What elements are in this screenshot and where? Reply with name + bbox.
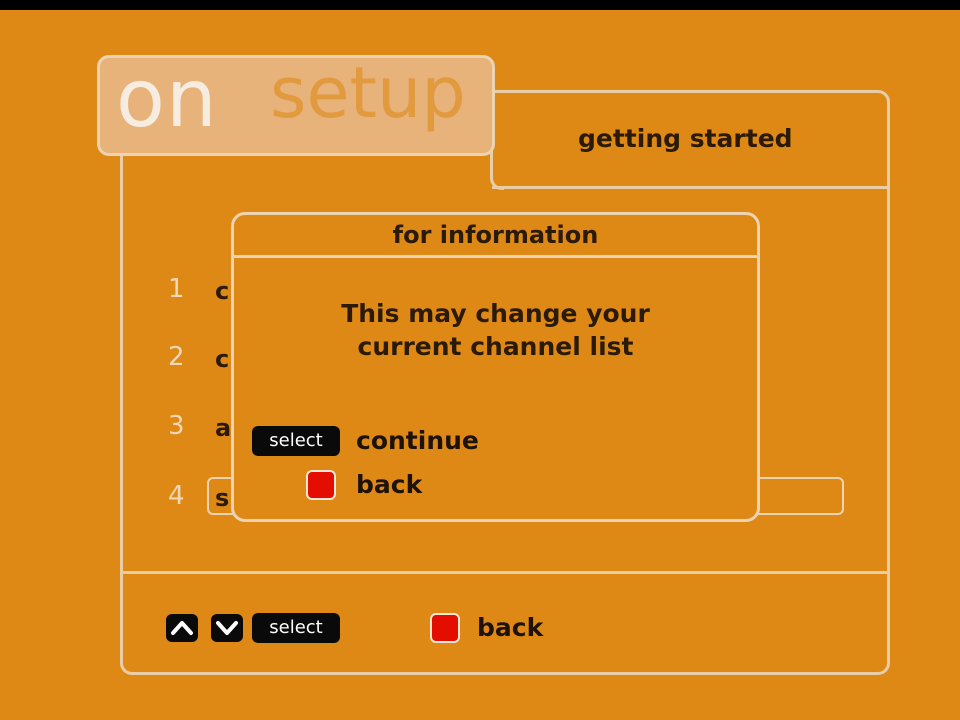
chevron-down-icon [216,621,238,635]
chevron-up-icon [171,621,193,635]
main-panel [120,90,890,675]
footer-back-label[interactable]: back [477,613,544,642]
dialog-message-line-1: This may change your [341,299,650,328]
footer-red-button-icon[interactable] [430,613,460,643]
header-divider [492,186,890,189]
dialog-continue-label[interactable]: continue [356,426,479,455]
logo-setup-text: setup [270,52,466,134]
menu-item-number-3: 3 [168,411,185,441]
dialog-back-label[interactable]: back [356,470,423,499]
dialog-message-line-2: current channel list [357,332,634,361]
menu-item-label-4[interactable]: s [215,484,230,512]
menu-item-label-1[interactable]: c [215,277,230,305]
menu-item-label-3[interactable]: a [215,414,232,442]
menu-item-number-2: 2 [168,342,185,372]
dialog-red-button-icon[interactable] [306,470,336,500]
menu-item-label-2[interactable]: c [215,345,230,373]
footer-divider [122,571,888,574]
dialog-message: This may change your current channel lis… [234,297,757,363]
page-title: getting started [578,124,793,153]
dialog-divider [234,255,757,258]
menu-item-number-4: 4 [168,481,185,511]
up-arrow-key[interactable] [166,614,198,642]
dialog-title: for information [392,221,599,249]
logo-tab: on setup [97,52,495,156]
logo-on-text: on [116,52,218,145]
menu-item-number-1: 1 [168,274,185,304]
top-bar [0,0,960,10]
down-arrow-key[interactable] [211,614,243,642]
dialog-select-key[interactable]: select [252,426,340,456]
footer-select-key[interactable]: select [252,613,340,643]
